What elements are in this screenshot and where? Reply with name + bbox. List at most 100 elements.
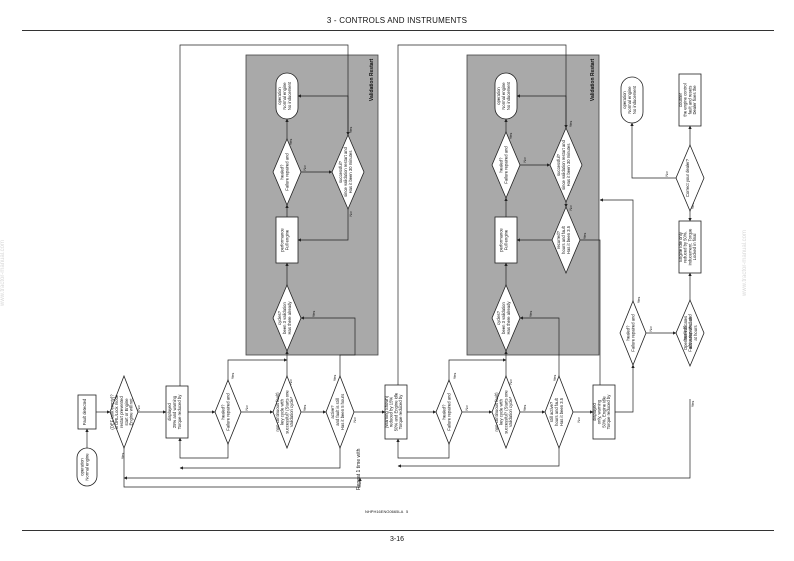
edge-label-28: Yes <box>582 233 587 240</box>
flow-text-n6: Validation cycle*successful? (Starts one… <box>275 390 294 434</box>
flow-edge-29 <box>519 316 560 376</box>
edge-label-13: No <box>576 417 581 423</box>
flow-text-n12: Torque reduced by50%, Engine idleonly, w… <box>592 394 611 430</box>
flow-shape-n29 <box>678 73 702 127</box>
flow-text-n22: Has it been 30 minutessince validation r… <box>556 139 571 189</box>
flow-node-n27: Locked in finalinducement. Torquereduced… <box>678 220 702 274</box>
flow-shape-n15 <box>275 216 299 264</box>
flow-text-n16: Failure repaired andhealed? <box>280 153 290 191</box>
flow-text-n23: Has it been 3.5hours and faultrecurred? <box>556 225 571 254</box>
edge-label-32: No <box>664 171 669 177</box>
flow-edge-14 <box>178 437 229 459</box>
flow-shape-n10 <box>491 374 521 450</box>
flow-text-n21: Failure repaired andhealed? <box>499 146 509 184</box>
flow-edge-45 <box>397 44 568 385</box>
edge-label-11: Yes <box>522 405 527 412</box>
flow-text-n17: Has it been 30 minutessince validation r… <box>338 146 353 196</box>
flow-shape-n2 <box>77 394 97 430</box>
edge-label-25: No <box>568 205 573 211</box>
flow-shape-n21 <box>491 130 521 200</box>
edge-label-20: Yes <box>348 127 353 134</box>
flow-edge-43 <box>599 198 634 301</box>
flow-shape-n8 <box>384 384 408 440</box>
header-rule <box>22 30 774 31</box>
flow-text-n3: Engine will notstart or Enginerestart pr… <box>109 394 133 430</box>
flow-shape-n25 <box>675 298 705 368</box>
flow-node-n9: Failure repaired andhealed? <box>435 378 463 446</box>
flow-shape-n11 <box>544 374 574 450</box>
flow-shape-n30 <box>620 76 644 124</box>
flow-edge-35 <box>580 239 602 413</box>
flow-node-n7: Has it been 5 hoursand fault is stillact… <box>325 374 355 450</box>
validation-region-label-2: Validation Restart <box>590 59 596 102</box>
figure-number: 5 <box>406 509 409 514</box>
flow-node-n14: Has there alreadybeen 3 validationcycles… <box>272 283 302 353</box>
edge-label-6: No <box>288 379 293 385</box>
flow-node-n10: Validation cycle*successful? (Starts one… <box>491 374 521 450</box>
flow-edge-46 <box>123 399 691 480</box>
flow-text-n13: Failure repaired andhealed? <box>626 314 636 352</box>
edge-label-29: No <box>648 326 653 332</box>
flow-shape-n14 <box>272 283 302 353</box>
flow-node-n25: Failure repaired andhealed? <box>675 298 705 368</box>
flow-shape-n18 <box>275 72 299 120</box>
flow-node-n4: Torque reduced by25% and warningdisplaye… <box>165 385 189 439</box>
flow-edge-13 <box>615 364 635 413</box>
flow-shape-n9 <box>435 378 463 446</box>
flow-text-n10: Validation cycle*successful? (Starts one… <box>494 390 513 434</box>
edge-label-12: No <box>508 379 513 385</box>
flow-node-n29: Dealer fixes thefault and resetsthe engi… <box>678 73 702 127</box>
flow-text-n25: Failure repaired andhealed? <box>683 314 693 352</box>
edge-label-10: No <box>464 405 469 411</box>
validation-region-label-1: Validation Restart <box>369 59 375 102</box>
flow-edge-25 <box>297 209 349 242</box>
flow-text-n2: Fault detected <box>82 398 87 425</box>
flow-text-n19: Has there alreadybeen 3 validationcycles… <box>496 301 511 335</box>
flow-text-n7: Has it been 5 hoursand fault is stillact… <box>330 394 345 430</box>
edge-label-1: No <box>136 405 141 411</box>
flow-node-n20: Full engineperformance <box>494 216 518 264</box>
flow-shape-n6 <box>272 374 302 450</box>
flow-edge-42 <box>630 122 676 179</box>
flow-text-n20: Full engineperformance <box>499 228 509 252</box>
footer-rule <box>22 530 774 531</box>
flow-shape-n28 <box>675 143 705 213</box>
flow-text-n15: Full engineperformance <box>280 228 290 252</box>
flow-shape-n5 <box>214 378 242 446</box>
flow-shape-n24 <box>494 72 518 120</box>
flow-text-n5: Failure repaired andhealed? <box>221 393 231 431</box>
figure-code: NHPH16ENG0665LA <box>365 509 404 514</box>
flow-shape-n1 <box>76 447 98 487</box>
edge-label-9: Yes <box>452 373 457 380</box>
edge-label-17: Yes <box>288 139 293 146</box>
flow-shape-n23 <box>551 205 581 275</box>
flow-edge-44 <box>179 44 350 386</box>
flow-text-n8: Torque reduced by50% and Engine idleredu… <box>384 392 403 431</box>
flow-node-n21: Failure repaired andhealed? <box>491 130 521 200</box>
bottom-note: Repeat 1 time with <box>356 448 362 490</box>
edge-label-19: No <box>348 211 353 217</box>
flow-text-n30: No inducementNormal engineoperation <box>622 85 637 114</box>
edge-label-14: Yes <box>552 375 557 382</box>
flow-node-n1: Normal engineoperation <box>76 447 98 487</box>
edge-label-5: Yes <box>302 405 307 412</box>
edge-label-8: Yes <box>332 375 337 382</box>
flow-text-n27: Locked in finalinducement. Torquereduced… <box>678 228 697 265</box>
flow-node-n30: No inducementNormal engineoperation <box>620 76 644 124</box>
page-header: 3 - CONTROLS AND INSTRUMENTS <box>326 16 468 25</box>
flow-node-n22: Has it been 30 minutessince validation r… <box>549 126 583 204</box>
flow-text-n24: No inducementNormal engineoperation <box>496 81 511 110</box>
flow-shape-n12 <box>592 384 616 440</box>
flow-text-n9: Failure repaired andhealed? <box>442 393 452 431</box>
flow-edge-19 <box>227 358 288 380</box>
flow-node-n11: Has it been 3.5hours and faultstill acti… <box>544 374 574 450</box>
flow-node-n3: Engine will notstart or Enginerestart pr… <box>109 374 139 450</box>
svg-text:Operator indicatesactivation o: Operator indicatesactivation of Lockat h… <box>683 316 698 350</box>
edge-label-16: Yes <box>311 311 316 318</box>
flow-text-n28: Correct your dealer? <box>685 158 690 197</box>
flow-node-n5: Failure repaired andhealed? <box>214 378 242 446</box>
flow-node-n12: Torque reduced by50%, Engine idleonly, w… <box>592 384 616 440</box>
flow-edge-12 <box>123 448 362 488</box>
flow-shape-n4 <box>165 385 189 439</box>
